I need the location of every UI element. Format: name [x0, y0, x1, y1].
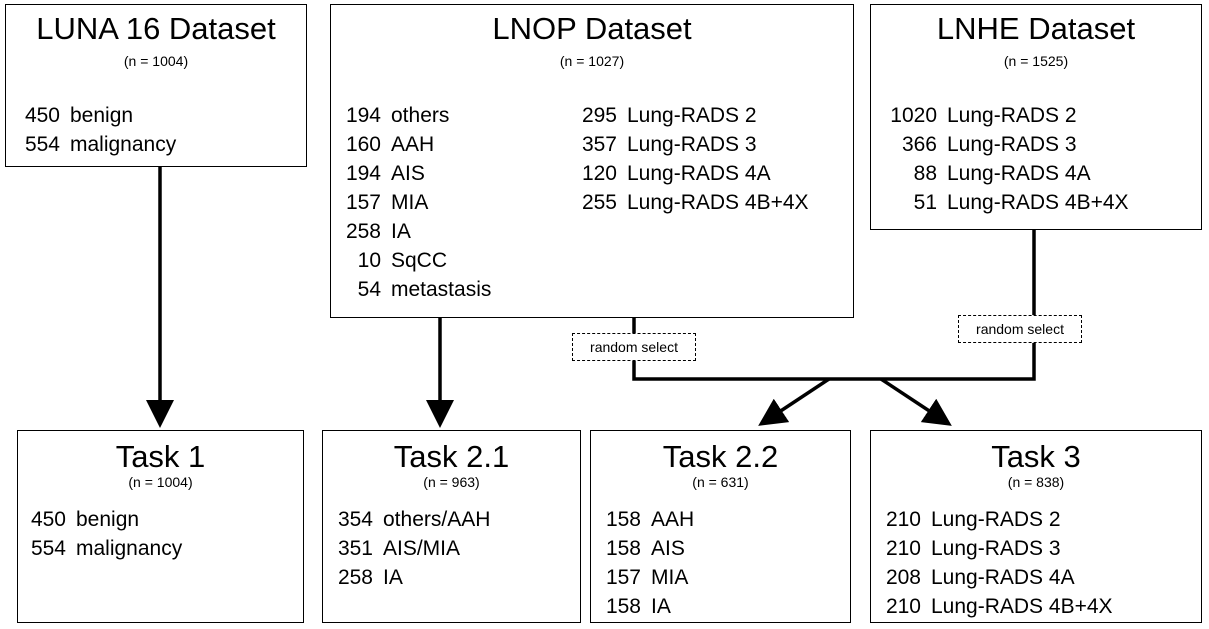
- box-count: (n = 1004): [128, 474, 193, 490]
- random-select-tag-lnop: random select: [572, 333, 696, 361]
- random-select-tag-lnhe: random select: [958, 315, 1082, 343]
- box-title: LUNA 16 Dataset: [36, 11, 276, 46]
- box-count: (n = 963): [423, 474, 480, 490]
- box-count: (n = 1525): [1003, 53, 1069, 69]
- box-title: Task 1: [115, 439, 206, 474]
- arrow-merge-to-task22: [758, 377, 830, 426]
- box-count: (n = 631): [692, 474, 749, 490]
- box-title: Task 2.2: [662, 439, 779, 474]
- arrow-merge-to-task3: [880, 377, 952, 426]
- box-count: (n = 1004): [123, 53, 189, 69]
- box-count: (n = 1027): [559, 53, 625, 69]
- box-title: LNHE Dataset: [936, 11, 1136, 46]
- box-count: (n = 838): [1007, 474, 1065, 490]
- box-title: LNOP Dataset: [492, 11, 692, 46]
- box-title: Task 2.1: [393, 439, 510, 474]
- box-title: Task 3: [991, 439, 1081, 474]
